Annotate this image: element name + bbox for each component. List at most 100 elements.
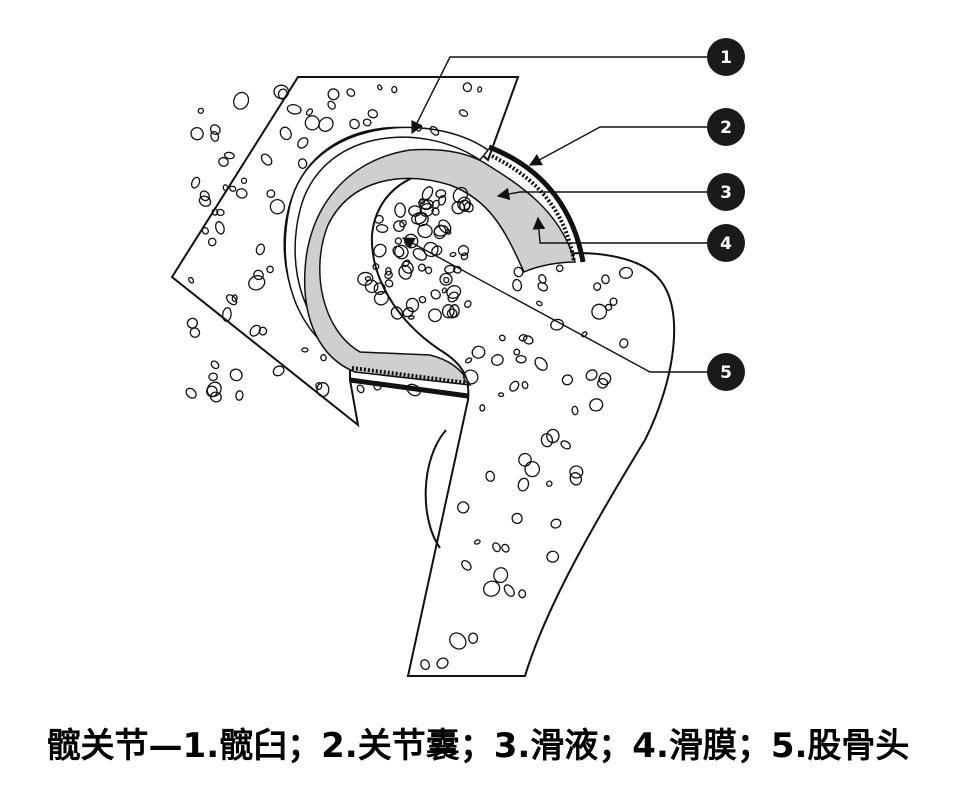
trabecula-spot [315,381,323,391]
trabecula-spot [384,279,394,288]
trabecula-spot [272,365,285,377]
trabecula-spot [418,295,427,304]
trabecula-spot [222,184,229,192]
trabecula-spot [372,263,380,271]
trabecula-spot [555,264,564,273]
trabecula-spot [412,248,427,261]
trabecula-spot [464,300,472,309]
trabecula-spot [373,282,386,296]
trabecula-spot [362,118,372,127]
trabecula-spot [503,584,515,597]
trabecula-spot [216,208,225,217]
trabecula-spot [446,308,458,319]
trabecula-spot [457,501,470,514]
trabecula-spot [458,109,469,117]
trabecula-spot [431,207,440,216]
trabecula-spot [459,199,471,212]
trabecula-spot [394,237,403,245]
trabecula-spot [185,387,197,399]
trabecula-spot [429,125,440,136]
trabecula-spot [229,185,237,192]
trabecula-spot [522,335,534,345]
trabecula-spot [463,369,479,385]
trabecula-spot [435,189,447,199]
trabecula-spot [468,632,479,644]
trabecula-spot [420,659,431,671]
trabecula-spot [398,264,413,280]
trabecula-spot [266,189,276,199]
trabecula-spot [461,560,472,571]
trabecula-spot [405,297,420,313]
trabecula-spot [304,115,320,131]
trabecula-spot [235,390,244,401]
trabecula-spot [189,327,201,338]
trabecula-spot [511,512,523,524]
trabecula-spot [593,282,602,291]
trabecula-spot [518,589,527,599]
trabecula-spot [430,289,441,300]
bone-texture [185,82,634,671]
trabecula-spot [364,279,379,294]
trabecula-spot [462,82,473,93]
trabecula-spot [471,345,486,359]
trabecula-spot [464,357,473,364]
trabecula-spot [473,539,481,545]
trabecula-spot [417,223,433,239]
trabecula-spot [266,265,274,274]
trabecula-spot [598,372,612,386]
marker-2: 2 [707,108,745,146]
trabecula-spot [392,245,405,258]
trabecula-spot [249,324,261,337]
trabecula-spot [518,452,532,467]
trabecula-spot [571,405,579,416]
trabecula-spot [207,237,217,247]
trabecula-spot [390,306,404,320]
trabecula-spot [453,265,462,274]
trabecula-spot [411,212,427,225]
trabecula-spot [233,91,250,110]
trabecula-spot [377,84,383,91]
marker-3-label: 3 [720,183,732,203]
trabecula-spot [421,186,434,201]
trabecula-spot [206,381,222,398]
trabecula-spot [357,271,374,286]
trabecula-spot [513,348,521,356]
trabecula-spot [297,137,309,149]
trabecula-spot [235,188,248,199]
trabecula-spot [538,274,547,284]
trabecula-spot [188,276,195,284]
trabecula-spot [277,88,288,100]
trabecula-spot [447,291,459,303]
trabecula-spot [601,274,610,285]
trabecula-spot [546,550,560,563]
trabecula-spot [318,116,334,132]
trabecula-spot [534,356,548,371]
trabecula-spot [406,383,421,397]
trabecula-spot [560,440,572,450]
trabecula-spot [591,303,608,320]
trabecula-spot [210,130,220,142]
trabecula-spot [373,243,387,258]
trabecula-spot [240,177,248,185]
marker-2-label: 2 [720,118,732,138]
trabecula-spot [209,124,221,136]
trabecula-spot [327,100,336,110]
trabecula-spot [521,380,529,390]
trabecula-spot [373,290,389,306]
trabecula-spot [609,297,618,306]
trabecula-spot [498,334,506,342]
trabecula-spot [524,460,541,478]
marker-1: 1 [707,38,745,76]
trabecula-spot [210,360,220,370]
trabecula-spot [589,398,604,412]
trabecula-spot [408,205,423,217]
trabecula-spot [501,543,510,553]
trabecula-spot [385,266,392,276]
trabecula-spot [540,433,554,448]
trabecula-spot [618,266,634,279]
synovial-membrane-lower [351,366,469,385]
trabecula-spot [446,285,462,299]
trabecula-spot [199,190,210,202]
trabecula-spot [356,384,365,394]
